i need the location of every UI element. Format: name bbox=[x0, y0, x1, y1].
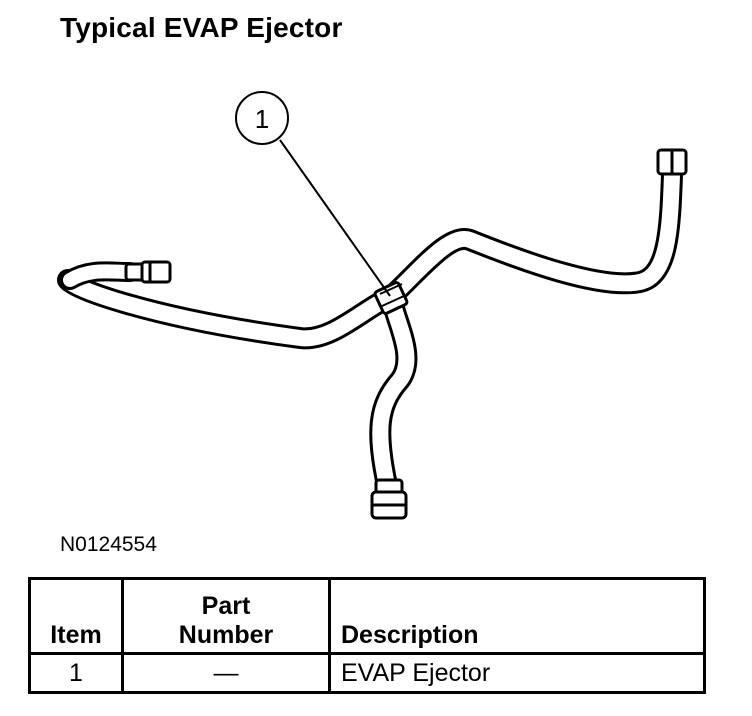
header-part-number-line1: Part bbox=[201, 592, 251, 620]
page-title: Typical EVAP Ejector bbox=[60, 12, 343, 43]
cell-part-number: — bbox=[121, 652, 331, 694]
parts-table: Item Part Number Description 1 — EVAP Ej… bbox=[28, 577, 706, 694]
header-item: Item bbox=[28, 577, 124, 655]
hose-assembly bbox=[57, 164, 683, 501]
header-part-number-line2: Number bbox=[178, 621, 274, 649]
left-connector bbox=[124, 260, 172, 284]
header-part-number: Part Number bbox=[121, 577, 331, 655]
bottom-connector bbox=[370, 478, 408, 520]
table-row: 1 — EVAP Ejector bbox=[28, 652, 706, 694]
cell-item: 1 bbox=[28, 652, 124, 694]
right-connector bbox=[656, 148, 688, 176]
callout-1: 1 bbox=[235, 91, 391, 297]
evap-ejector-illustration: 1 bbox=[57, 91, 688, 520]
cell-description: EVAP Ejector bbox=[328, 652, 706, 694]
table-header-row: Item Part Number Description bbox=[28, 577, 706, 655]
header-description: Description bbox=[328, 577, 706, 655]
figure-id: N0124554 bbox=[60, 533, 157, 556]
callout-number: 1 bbox=[255, 104, 269, 134]
ejector-body bbox=[373, 281, 409, 315]
